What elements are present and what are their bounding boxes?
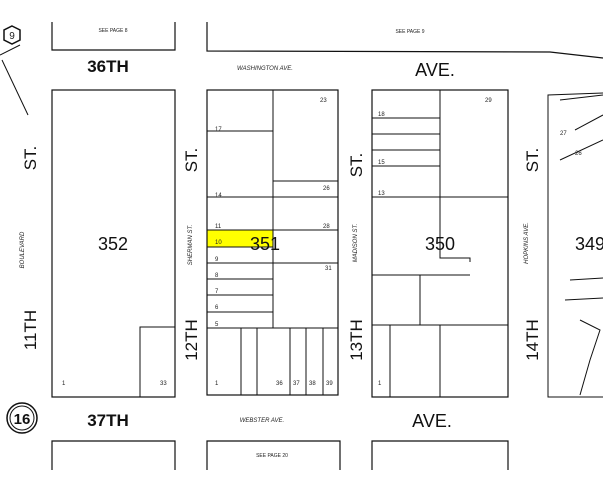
block-349[interactable]: 27 26 349 [547,92,603,398]
block-350[interactable]: 350 29 18 15 13 1 [371,89,509,398]
see-page-20-label[interactable]: SEE PAGE 20 [256,453,288,459]
hex-label: 9 [9,31,15,42]
lot-number[interactable]: 1 [215,381,219,387]
lot-number[interactable]: 39 [326,381,333,387]
bottom-ave-label: AVE. [412,411,452,431]
washington-ave-label: WASHINGTON AVE. [237,66,293,72]
lot-number[interactable]: 7 [215,289,219,295]
lot-number[interactable]: 11 [215,224,222,230]
block-number: 351 [250,234,280,254]
st-12-number: 12TH [182,319,201,361]
st-13-number: 13TH [347,319,366,361]
block-number: 350 [425,234,455,254]
st-12-suffix: ST. [182,148,201,173]
lot-number[interactable]: 31 [325,266,332,272]
street-13th: ST. MADISON ST. 13TH [347,153,366,361]
see-page-8-label[interactable]: SEE PAGE 8 [98,28,127,34]
bottom-left-box [51,440,176,470]
lot-number[interactable]: 17 [215,127,222,133]
street-11th: ST. BOULEVARD 11TH [20,146,40,350]
block-number: 349 [575,234,603,254]
lot-number[interactable]: 26 [323,186,330,192]
st-13-suffix: ST. [347,153,366,178]
lot-number[interactable]: 15 [378,160,385,166]
street-14th: ST. HOPKINS AVE. 14TH [523,148,542,361]
block-351[interactable]: 351 23 17 14 11 10 26 28 9 8 7 6 5 31 1 … [206,89,339,396]
lot-number[interactable]: 37 [293,381,300,387]
lot-number[interactable]: 13 [378,191,385,197]
webster-ave-label: WEBSTER AVE. [240,418,284,424]
lot-number[interactable]: 1 [62,381,66,387]
street-37th-label: 37TH [87,411,129,430]
block-number: 352 [98,234,128,254]
st-11-number: 11TH [21,310,40,350]
lot-number[interactable]: 33 [160,381,167,387]
lot-number[interactable]: 23 [320,98,327,104]
lot-number[interactable]: 6 [215,305,219,311]
boulevard-label: BOULEVARD [20,231,26,268]
page-marker-circle[interactable]: 16 [6,402,38,434]
st-14-suffix: ST. [523,148,542,173]
highlighted-lot[interactable] [207,230,273,247]
lot-number[interactable]: 38 [309,381,316,387]
lot-number[interactable]: 26 [575,151,582,157]
lot-number[interactable]: 28 [323,224,330,230]
madison-st-label: MADISON ST. [353,224,359,263]
block-352[interactable]: 352 1 33 [51,89,176,398]
lot-number[interactable]: 14 [215,193,222,199]
lot-number[interactable]: 36 [276,381,283,387]
street-36th-label: 36TH [87,57,129,76]
lot-number[interactable]: 5 [215,322,219,328]
top-ave-label: AVE. [415,60,455,80]
boundary-line [1,59,29,116]
sherman-st-label: SHERMAN ST. [188,225,194,266]
lot-number[interactable]: 8 [215,273,219,279]
see-page-20-box[interactable] [206,440,341,470]
page-marker-hex[interactable]: 9 [3,25,21,45]
lot-number[interactable]: 10 [215,240,222,246]
st-11-suffix: ST. [21,146,40,171]
lot-number[interactable]: 27 [560,131,567,137]
street-12th: ST. SHERMAN ST. 12TH [182,148,201,361]
st-14-number: 14TH [523,319,542,361]
see-page-9-label[interactable]: SEE PAGE 9 [395,29,424,35]
circle-label: 16 [14,411,31,428]
bottom-right-box [371,440,509,470]
see-page-9-box[interactable] [206,22,603,59]
lot-number[interactable]: 9 [215,257,219,263]
hopkins-label: HOPKINS AVE. [524,222,530,264]
lot-number[interactable]: 1 [378,381,382,387]
lot-number[interactable]: 18 [378,112,385,118]
see-page-8-box[interactable] [51,22,176,51]
boundary-line [0,44,21,56]
lot-number[interactable]: 29 [485,98,492,104]
